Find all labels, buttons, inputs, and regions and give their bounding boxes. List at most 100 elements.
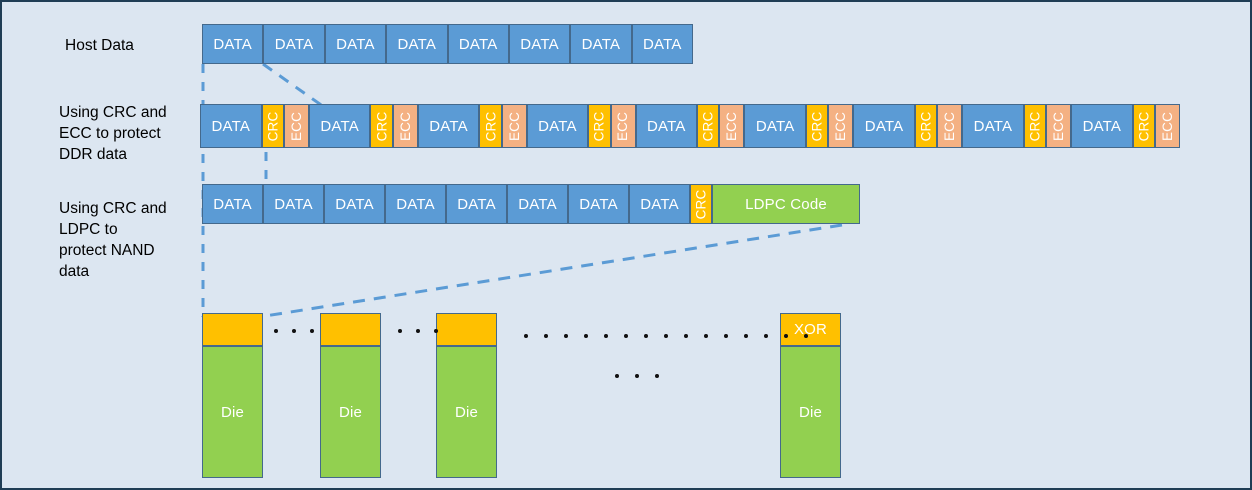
- host-data-block: DATA: [263, 24, 325, 64]
- ddr-crc-block-label: CRC: [700, 111, 716, 141]
- ellipsis-between-die-2-3: [398, 329, 438, 333]
- ellipsis-dot: [544, 334, 548, 338]
- ellipsis-between-die-1-2: [274, 329, 314, 333]
- ddr-ecc-block-label: ECC: [288, 111, 304, 141]
- ddr-data-block: DATA: [962, 104, 1024, 148]
- ddr-ecc-block: ECC: [392, 104, 418, 148]
- ellipsis-dot: [635, 374, 639, 378]
- ellipsis-lower-row: [615, 374, 659, 378]
- ellipsis-dot: [664, 334, 668, 338]
- host-data-block: DATA: [508, 24, 571, 64]
- nand-ldpc-block: LDPC Code: [712, 184, 860, 224]
- ddr-crc-block: CRC: [261, 104, 284, 148]
- ddr-crc-block: CRC: [697, 104, 720, 148]
- row-label-host-data: Host Data: [65, 37, 134, 54]
- ddr-crc-block: CRC: [805, 104, 829, 148]
- nand-data-block: DATA: [202, 184, 263, 224]
- ddr-crc-block-label: CRC: [1027, 111, 1043, 141]
- ddr-ecc-block-label: ECC: [506, 111, 522, 141]
- ddr-data-block: DATA: [744, 104, 806, 148]
- ddr-data-block: DATA: [417, 104, 480, 148]
- ellipsis-dot: [684, 334, 688, 338]
- ellipsis-dot: [564, 334, 568, 338]
- nand-data-block: DATA: [446, 184, 507, 224]
- ddr-ecc-block: ECC: [1046, 104, 1072, 148]
- ddr-data-block: DATA: [1071, 104, 1133, 148]
- ellipsis-dot: [398, 329, 402, 333]
- host-data-block: DATA: [447, 24, 509, 64]
- ellipsis-dot: [524, 334, 528, 338]
- die-body: Die: [202, 346, 263, 478]
- ddr-data-block: DATA: [635, 104, 698, 148]
- ellipsis-dot: [704, 334, 708, 338]
- ddr-ecc-block: ECC: [283, 104, 309, 148]
- host-data-block: DATA: [631, 24, 693, 64]
- ellipsis-dot: [292, 329, 296, 333]
- die-body: Die: [780, 346, 841, 478]
- ellipsis-dot: [784, 334, 788, 338]
- ddr-crc-block-label: CRC: [809, 111, 825, 141]
- ellipsis-dot: [604, 334, 608, 338]
- ddr-data-block: DATA: [853, 104, 915, 148]
- ddr-crc-block-label: CRC: [918, 111, 934, 141]
- nand-data-block: DATA: [324, 184, 385, 224]
- ellipsis-dot: [416, 329, 420, 333]
- die-header: [436, 313, 497, 346]
- ddr-ecc-block: ECC: [828, 104, 854, 148]
- die-body: Die: [320, 346, 381, 478]
- ellipsis-dot: [724, 334, 728, 338]
- ddr-crc-block: CRC: [588, 104, 611, 148]
- ellipsis-dot: [644, 334, 648, 338]
- ellipsis-dot: [434, 329, 438, 333]
- nand-data-block: DATA: [507, 184, 568, 224]
- diagonal-host-to-ddr: [262, 62, 325, 109]
- ddr-crc-block-label: CRC: [482, 111, 498, 141]
- row-label-ddr: Using CRC and ECC to protect DDR data: [59, 104, 167, 163]
- ellipsis-dot: [655, 374, 659, 378]
- nand-data-block: DATA: [263, 184, 324, 224]
- ellipsis-dot: [615, 374, 619, 378]
- ddr-ecc-block: ECC: [937, 104, 963, 148]
- ellipsis-dot: [804, 334, 808, 338]
- ddr-crc-block: CRC: [914, 104, 938, 148]
- ddr-data-block: DATA: [200, 104, 262, 148]
- ellipsis-long-row: [524, 334, 808, 338]
- nand-data-block: DATA: [629, 184, 690, 224]
- ddr-crc-block: CRC: [370, 104, 393, 148]
- die-header: [202, 313, 263, 346]
- ddr-data-block: DATA: [308, 104, 371, 148]
- ddr-crc-block: CRC: [479, 104, 502, 148]
- ddr-ecc-block-label: ECC: [724, 111, 740, 141]
- ellipsis-dot: [624, 334, 628, 338]
- ellipsis-dot: [274, 329, 278, 333]
- diagonal-nand-to-die: [264, 223, 843, 318]
- host-data-block: DATA: [324, 24, 387, 64]
- ellipsis-dot: [764, 334, 768, 338]
- ddr-crc-block-label: CRC: [1136, 111, 1152, 141]
- die-header: [320, 313, 381, 346]
- die-body: Die: [436, 346, 497, 478]
- ddr-ecc-block-label: ECC: [1159, 111, 1175, 141]
- ddr-ecc-block-label: ECC: [397, 111, 413, 141]
- host-data-block: DATA: [202, 24, 264, 64]
- die-xor-header: XOR: [780, 313, 841, 346]
- nand-data-block: DATA: [568, 184, 629, 224]
- host-data-block: DATA: [386, 24, 448, 64]
- nand-crc-block-label: CRC: [693, 189, 709, 219]
- host-data-block: DATA: [570, 24, 632, 64]
- ellipsis-dot: [744, 334, 748, 338]
- row-label-nand: Using CRC and LDPC to protect NAND data: [59, 200, 167, 280]
- ellipsis-dot: [310, 329, 314, 333]
- ddr-data-block: DATA: [526, 104, 589, 148]
- ddr-ecc-block-label: ECC: [1051, 111, 1067, 141]
- nand-crc-block: CRC: [690, 184, 712, 224]
- ddr-crc-block-label: CRC: [374, 111, 390, 141]
- ddr-ecc-block: ECC: [1154, 104, 1180, 148]
- ddr-ecc-block: ECC: [719, 104, 745, 148]
- ddr-ecc-block-label: ECC: [615, 111, 631, 141]
- ddr-crc-block-label: CRC: [265, 111, 281, 141]
- ellipsis-dot: [584, 334, 588, 338]
- ddr-ecc-block-label: ECC: [833, 111, 849, 141]
- ddr-crc-block: CRC: [1023, 104, 1047, 148]
